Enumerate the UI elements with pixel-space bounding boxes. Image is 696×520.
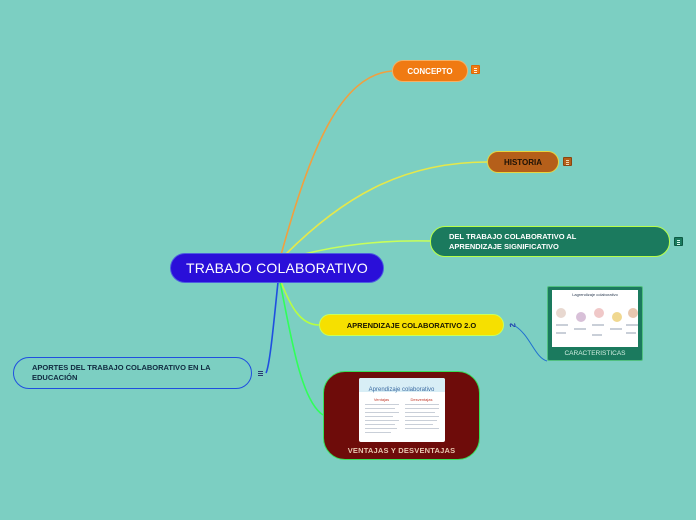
image-text-line bbox=[404, 416, 439, 417]
central-topic-label: TRABAJO COLABORATIVO bbox=[186, 260, 368, 276]
connector-significativo bbox=[299, 240, 431, 256]
image-text-line bbox=[556, 324, 568, 326]
image-figure bbox=[576, 312, 586, 322]
caracteristicas-image-title: Lagrendizaje colaborativo bbox=[572, 292, 618, 297]
connector-caracteristicas bbox=[514, 325, 548, 362]
image-text-line bbox=[610, 328, 622, 330]
image-figure bbox=[612, 312, 622, 322]
topic-aportes-label: APORTES DEL TRABAJO COLABORATIVO EN LA E… bbox=[32, 363, 211, 382]
ventajas-image: Aprendizaje colaborativo Ventajas Desven… bbox=[358, 378, 445, 442]
central-topic[interactable]: TRABAJO COLABORATIVO bbox=[170, 253, 384, 283]
image-figure bbox=[556, 308, 566, 318]
topic-ventajas[interactable]: Aprendizaje colaborativo Ventajas Desven… bbox=[323, 371, 480, 460]
image-text-line bbox=[592, 334, 602, 336]
image-text-line bbox=[364, 428, 397, 429]
image-figure bbox=[628, 308, 638, 318]
image-text-line bbox=[364, 424, 395, 425]
topic-ventajas-label: VENTAJAS Y DESVENTAJAS bbox=[347, 446, 456, 455]
topic-caracteristicas-label: CARACTERISTICAS bbox=[564, 350, 626, 357]
image-text-line bbox=[364, 416, 393, 417]
note-icon[interactable] bbox=[256, 369, 265, 378]
image-text-line bbox=[404, 404, 439, 405]
image-text-line bbox=[592, 324, 604, 326]
image-text-line bbox=[404, 420, 437, 421]
image-text-line bbox=[574, 328, 586, 330]
image-text-line bbox=[364, 408, 395, 409]
image-text-line bbox=[556, 332, 566, 334]
connector-historia bbox=[284, 161, 488, 256]
topic-historia[interactable]: HISTORIA bbox=[487, 151, 559, 173]
image-text-line bbox=[626, 324, 638, 326]
note-icon[interactable] bbox=[674, 237, 683, 246]
topic-historia-label: HISTORIA bbox=[503, 157, 543, 167]
ventajas-image-right-heading: Desventajas bbox=[410, 397, 433, 402]
connector-aprendizaje bbox=[280, 281, 320, 326]
image-text-line bbox=[626, 332, 636, 334]
connector-ventajas bbox=[279, 281, 324, 416]
topic-aprendizaje-2-0[interactable]: APRENDIZAJE COLABORATIVO 2.O bbox=[319, 314, 504, 336]
note-icon[interactable] bbox=[563, 157, 572, 166]
connector-concepto bbox=[280, 70, 393, 256]
image-text-line bbox=[364, 432, 391, 433]
connector-aportes bbox=[265, 281, 279, 374]
topic-caracteristicas[interactable]: Lagrendizaje colaborativo CARACTERISTICA… bbox=[547, 286, 643, 361]
image-figure bbox=[594, 308, 604, 318]
image-text-line bbox=[364, 404, 399, 405]
note-icon[interactable] bbox=[471, 65, 480, 74]
topic-significativo[interactable]: DEL TRABAJO COLABORATIVO AL APRENDIZAJE … bbox=[430, 226, 670, 257]
image-text-line bbox=[364, 420, 399, 421]
topic-concepto-label: CONCEPTO bbox=[407, 66, 453, 76]
topic-significativo-label: DEL TRABAJO COLABORATIVO AL APRENDIZAJE … bbox=[449, 231, 577, 251]
image-text-line bbox=[404, 428, 439, 429]
image-header-band bbox=[358, 378, 445, 392]
topic-aprendizaje-2-0-label: APRENDIZAJE COLABORATIVO 2.O bbox=[346, 320, 477, 330]
image-text-line bbox=[364, 412, 399, 413]
image-text-line bbox=[404, 412, 435, 413]
image-text-line bbox=[404, 424, 433, 425]
ventajas-image-title: Aprendizaje colaborativo bbox=[368, 387, 435, 393]
image-text-line bbox=[404, 408, 439, 409]
topic-concepto[interactable]: CONCEPTO bbox=[392, 60, 468, 82]
ventajas-image-left-heading: Ventajas bbox=[373, 397, 390, 402]
topic-aportes[interactable]: APORTES DEL TRABAJO COLABORATIVO EN LA E… bbox=[13, 357, 252, 389]
caracteristicas-image: Lagrendizaje colaborativo bbox=[552, 290, 638, 347]
